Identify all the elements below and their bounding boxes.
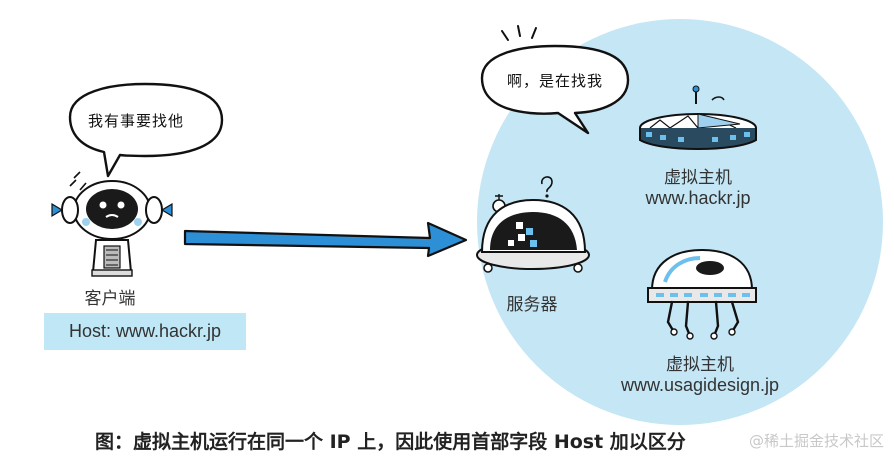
figure-caption: 图：虚拟主机运行在同一个 IP 上，因此使用首部字段 Host 加以区分: [95, 431, 686, 453]
host-header-box: Host: www.hackr.jp: [44, 313, 246, 350]
server-robot-icon: [476, 176, 590, 273]
server-speech-text: 啊，是在找我: [507, 72, 604, 90]
virtual-host-hackr-icon: [639, 85, 757, 150]
server-speech-bubble: [480, 25, 630, 135]
virtual-host-usagidesign-icon: [647, 248, 757, 340]
client-robot-icon: [51, 171, 173, 277]
request-arrow: [183, 221, 468, 258]
server-label: 服务器: [506, 295, 558, 315]
host-header-text: Host: www.hackr.jp: [68, 321, 222, 341]
client-speech-text: 我有事要找他: [88, 112, 185, 130]
virtual-host-1-domain: www.hackr.jp: [645, 188, 751, 208]
watermark: @稀土掘金技术社区: [748, 432, 884, 450]
virtual-host-2-label: 虚拟主机: [666, 355, 734, 375]
virtual-host-2-domain: www.usagidesign.jp: [620, 375, 780, 395]
client-label: 客户端: [84, 289, 136, 309]
virtual-host-1-label: 虚拟主机: [664, 168, 732, 188]
client-speech-bubble: [68, 82, 224, 178]
